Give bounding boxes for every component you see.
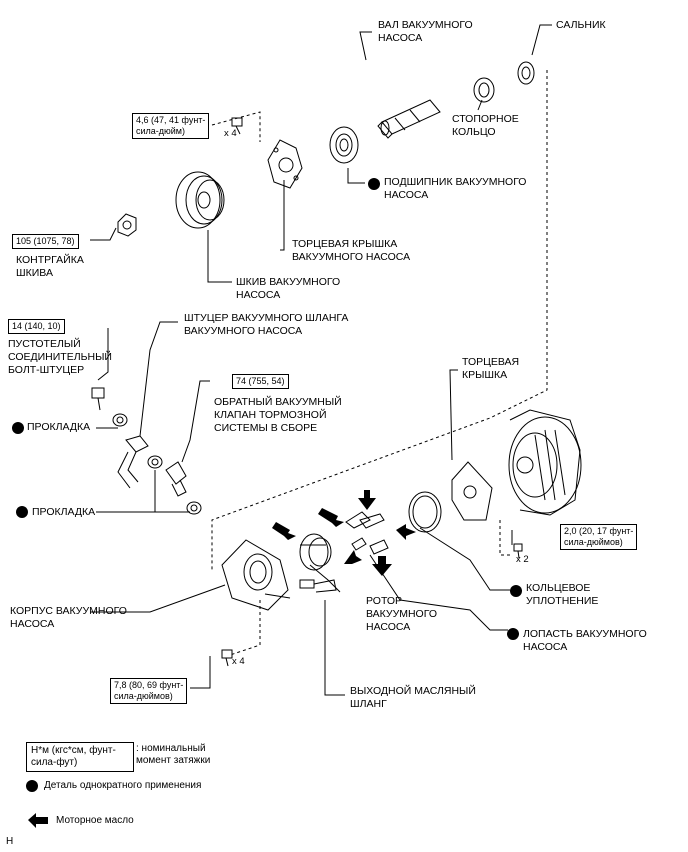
gasket-2-drawing [147, 455, 163, 469]
non-reusable-dot-bearing [368, 178, 380, 190]
label-housing: КОРПУС ВАКУУМНОГО НАСОСА [10, 605, 127, 630]
non-reusable-dot-o-ring [510, 585, 522, 597]
non-reusable-dot-gasket-1 [12, 422, 24, 434]
snap-ring-drawing [473, 77, 495, 103]
legend-oil-arrow [28, 813, 48, 828]
non-reusable-dot-vane [507, 628, 519, 640]
pulley-nut-drawing [117, 213, 137, 237]
label-pump-shaft: ВАЛ ВАКУУМНОГО НАСОСА [378, 19, 473, 44]
label-pump-bearing: ПОДШИПНИК ВАКУУМНОГО НАСОСА [384, 176, 527, 201]
label-oil-hose: ВЫХОДНОЙ МАСЛЯНЫЙ ШЛАНГ [350, 685, 476, 710]
label-o-ring: КОЛЬЦЕВОЕ УПЛОТНЕНИЕ [526, 582, 599, 607]
end-cover-drawing [451, 461, 493, 521]
label-hose-union: ШТУЦЕР ВАКУУМНОГО ШЛАНГА ВАКУУМНОГО НАСО… [184, 312, 349, 337]
oil-hose-drawing [299, 579, 337, 593]
leader-lines [90, 24, 552, 696]
label-pulley: ШКИВ ВАКУУМНОГО НАСОСА [236, 276, 341, 301]
o-ring-drawing [408, 491, 442, 533]
non-reusable-dot-gasket-2 [16, 506, 28, 518]
label-check-valve: ОБРАТНЫЙ ВАКУУМНЫЙ КЛАПАН ТОРМОЗНОЙ СИСТ… [214, 396, 342, 434]
oil-arrow [396, 524, 416, 540]
pulley-drawing [175, 171, 225, 229]
gasket-3-drawing [186, 501, 202, 515]
torque-box-end-cover-screws: 2,0 (20, 17 фунт- сила-дюймов) [560, 524, 638, 550]
legend-non-reusable-dot [26, 780, 38, 792]
housing-drawing [221, 539, 291, 611]
torque-box-check-valve: 74 (755, 54) [232, 374, 289, 389]
qty-end-cover-screws: x 2 [516, 554, 529, 565]
dashed-assembly-lines [211, 70, 548, 656]
label-union-bolt: ПУСТОТЕЛЫЙ СОЕДИНИТЕЛЬНЫЙ БОЛТ-ШТУЦЕР [8, 338, 112, 376]
oil-arrow [318, 508, 344, 527]
footer-code: H [6, 836, 14, 847]
label-end-cover: ТОРЦЕВАЯ КРЫШКА [462, 356, 520, 381]
torque-box-union-bolt: 14 (140, 10) [8, 319, 65, 334]
end-cover-screw-drawing [513, 543, 523, 559]
rotor-drawing [299, 533, 332, 571]
label-gasket-1: ПРОКЛАДКА [27, 421, 91, 433]
bearing-drawing [329, 126, 359, 164]
oil-arrow [358, 490, 376, 510]
housing-bolt-drawing [221, 649, 233, 667]
torque-box-housing-bolts: 7,8 (80, 69 фунт- сила-дюймов) [110, 678, 188, 704]
pump-shaft-drawing [377, 99, 441, 139]
label-pump-end-cover: ТОРЦЕВАЯ КРЫШКА ВАКУУМНОГО НАСОСА [292, 238, 411, 263]
torque-box-end-cover-bolts: 4,6 (47, 41 фунт- сила-дюйм) [132, 113, 210, 139]
oil-arrow [272, 522, 296, 540]
legend-engine-oil-text: Моторное масло [56, 815, 134, 826]
hose-union-drawing [117, 435, 149, 489]
torque-box-pulley-nut: 105 (1075, 78) [12, 234, 79, 249]
label-rotor: РОТОР ВАКУУМНОГО НАСОСА [366, 595, 437, 633]
label-snap-ring: СТОПОРНОЕ КОЛЬЦО [452, 113, 519, 138]
label-pulley-nut: КОНТРГАЙКА ШКИВА [16, 254, 84, 279]
oil-arrow [372, 556, 392, 576]
alternator-drawing [508, 409, 582, 516]
qty-housing-bolts: x 4 [232, 656, 245, 667]
oil-seal-drawing [517, 61, 535, 85]
check-valve-drawing [165, 461, 187, 497]
union-bolt-drawing [91, 387, 105, 411]
vane-drawings [345, 511, 389, 555]
oil-arrow [344, 550, 362, 564]
cover-bolt-drawing [231, 117, 243, 135]
legend-torque-box: Н*м (кгс*см, фунт- сила-фут) [26, 742, 134, 772]
oil-arrows [28, 490, 416, 828]
qty-end-cover-bolts: x 4 [224, 128, 237, 139]
legend-non-reusable-text: Деталь однократного применения [44, 780, 202, 791]
legend-torque-desc: : номинальный момент затяжки [136, 743, 211, 766]
label-vane: ЛОПАСТЬ ВАКУУМНОГО НАСОСА [523, 628, 647, 653]
label-gasket-2: ПРОКЛАДКА [32, 506, 96, 518]
pump-end-cover-drawing [267, 139, 303, 189]
label-oil-seal: САЛЬНИК [556, 19, 606, 31]
gasket-1-drawing [112, 413, 128, 427]
